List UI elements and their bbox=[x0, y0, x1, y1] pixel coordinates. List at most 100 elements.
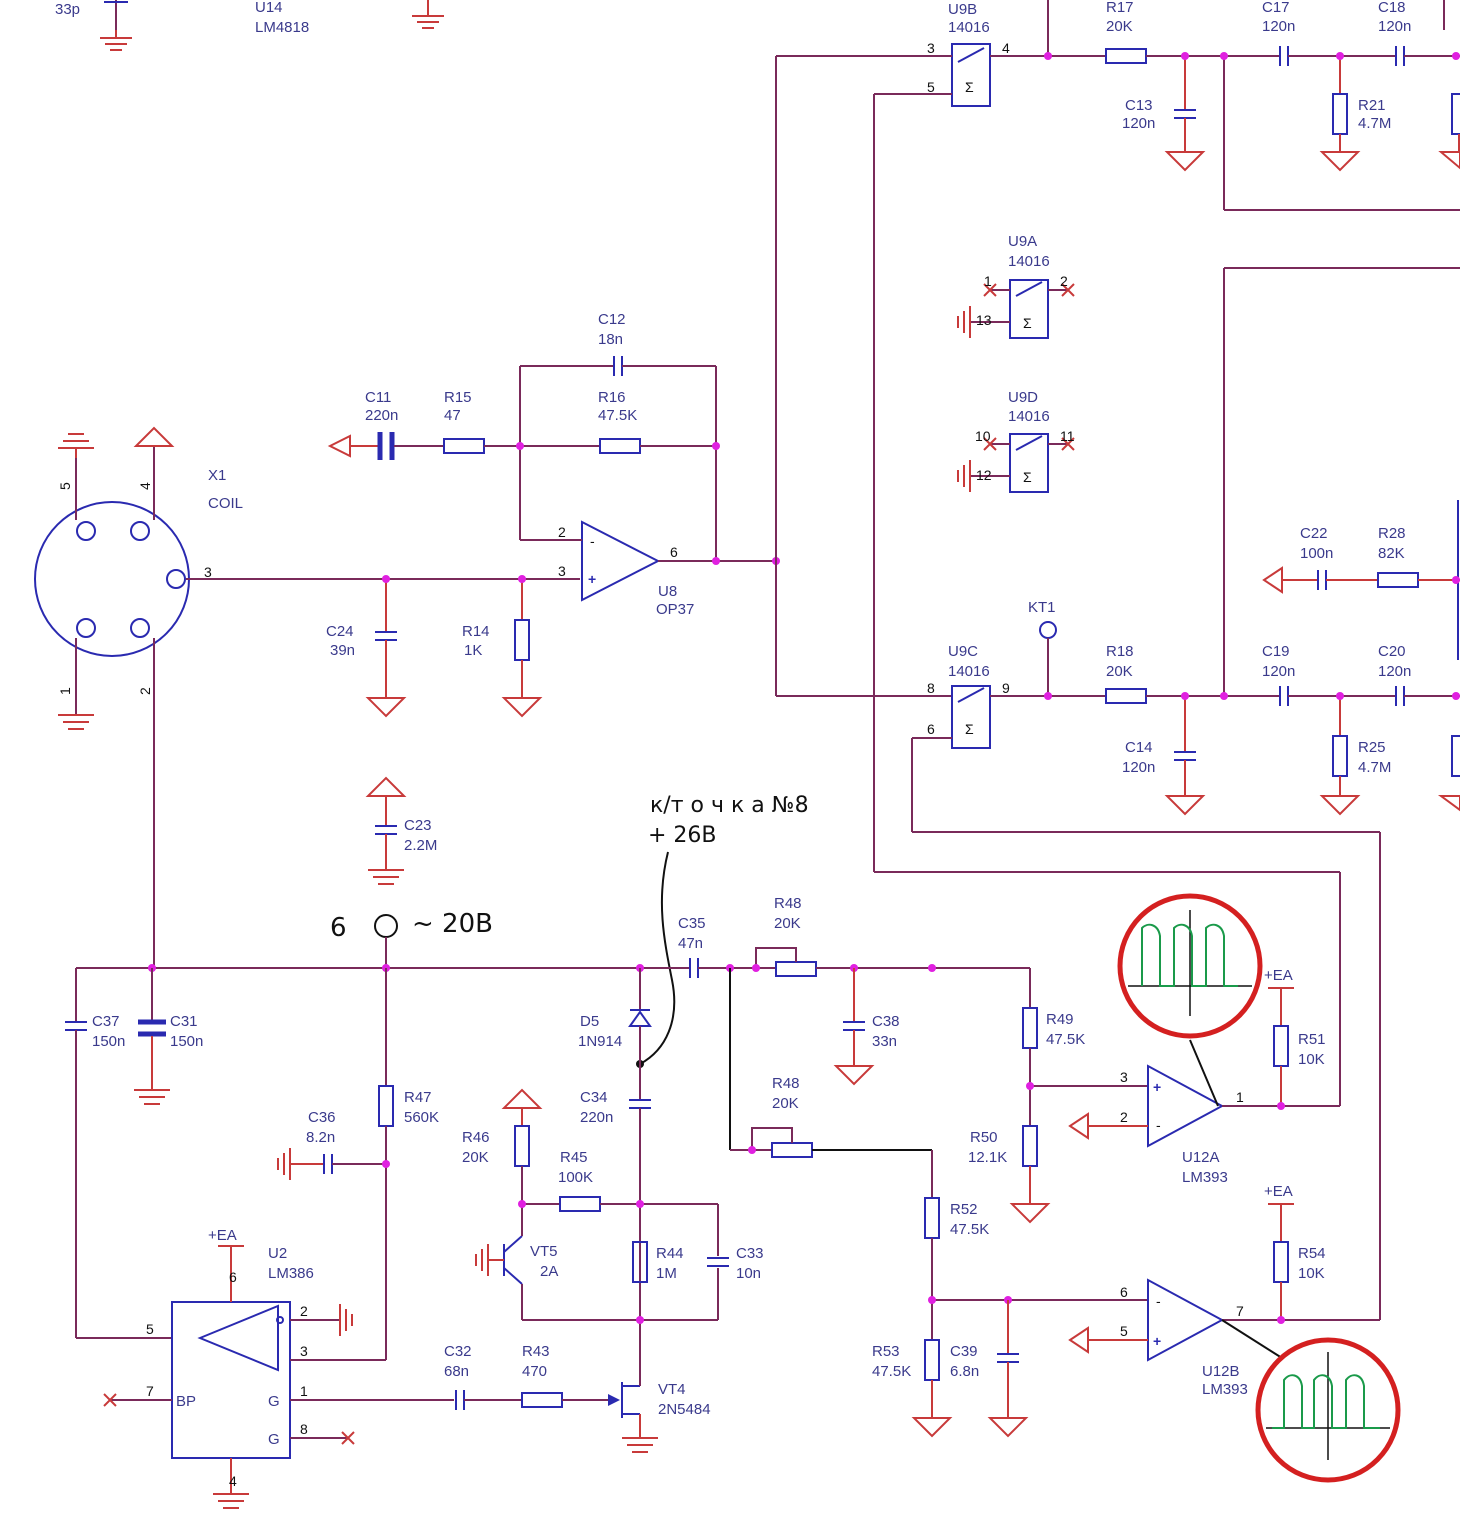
r53-ref: R53 bbox=[872, 1343, 900, 1360]
c13-capacitor: C13 120n bbox=[1122, 56, 1206, 172]
u14-value: LM4818 bbox=[255, 19, 309, 36]
c19-ref: C19 bbox=[1262, 643, 1290, 660]
test-point-6: 6 ~ 20В bbox=[330, 909, 493, 968]
r46-resistor: R46 20K bbox=[462, 1088, 543, 1204]
c24-capacitor: C24 39n bbox=[326, 579, 407, 718]
x1-pin5: 5 bbox=[57, 482, 73, 490]
c31-ref: C31 bbox=[170, 1013, 198, 1030]
r49-value: 47.5K bbox=[1046, 1031, 1085, 1048]
u2-ref: U2 bbox=[268, 1245, 287, 1262]
c22-ref: C22 bbox=[1300, 525, 1328, 542]
c37-value: 150n bbox=[92, 1033, 125, 1050]
c20-capacitor: C20 120n bbox=[1378, 643, 1460, 706]
r51-ref: R51 bbox=[1298, 1031, 1326, 1048]
c19-capacitor: C19 120n bbox=[1262, 643, 1396, 706]
u9c-ref: U9C bbox=[948, 643, 978, 660]
ea3-label: +EA bbox=[208, 1227, 237, 1244]
r47-resistor: R47 560K bbox=[378, 1085, 439, 1360]
point8-label: к/т о ч к а №8 bbox=[650, 793, 809, 818]
u8-pin3: 3 bbox=[558, 563, 566, 579]
r52-ref: R52 bbox=[950, 1201, 978, 1218]
c18-ref: C18 bbox=[1378, 0, 1406, 16]
kt1-ref: KT1 bbox=[1028, 599, 1056, 616]
r25-ref: R25 bbox=[1358, 739, 1386, 756]
u14-ref: U14 bbox=[255, 0, 283, 16]
r48b-potentiometer: R48 20K bbox=[730, 1075, 932, 1158]
r14-value: 1K bbox=[464, 642, 482, 659]
c35-capacitor: C35 47n bbox=[678, 915, 706, 978]
c34-value: 220n bbox=[580, 1109, 613, 1126]
u2-amplifier: +EA 6 5 2 3 1 7 8 4 BP G G U2 LM386 bbox=[103, 1227, 454, 1509]
c19-value: 120n bbox=[1262, 663, 1295, 680]
u9a-switch: Σ U9A 14016 1 2 13 bbox=[957, 233, 1075, 339]
c31-value: 150n bbox=[170, 1033, 203, 1050]
x1-pin1: 1 bbox=[57, 687, 73, 695]
vt5-ref: VT5 bbox=[530, 1243, 558, 1260]
c11-value: 220n bbox=[365, 407, 398, 424]
c38-capacitor: C38 33n bbox=[833, 968, 900, 1086]
r48a-potentiometer: R48 20K bbox=[755, 895, 1030, 977]
c35-ref: C35 bbox=[678, 915, 706, 932]
r44-resistor: R44 1M bbox=[632, 1241, 684, 1283]
r43-resistor: R43 470 bbox=[521, 1343, 610, 1408]
vt4-transistor: VT4 2N5484 bbox=[608, 1360, 711, 1453]
u2-bp-label: BP bbox=[176, 1393, 196, 1410]
u9d-pin11: 11 bbox=[1060, 428, 1075, 444]
r49-ref: R49 bbox=[1046, 1011, 1074, 1028]
ea1-label: +EA bbox=[1264, 967, 1293, 984]
u2-pin8: 8 bbox=[300, 1421, 308, 1437]
u9d-ref: U9D bbox=[1008, 389, 1038, 406]
d5-diode: D5 1N914 bbox=[578, 968, 652, 1100]
r21-ref: R21 bbox=[1358, 97, 1386, 114]
c33-capacitor: C33 10n bbox=[707, 1204, 764, 1320]
c23-ref: C23 bbox=[404, 817, 432, 834]
tp6-number: 6 bbox=[330, 913, 347, 943]
u12a-pin2: 2 bbox=[1120, 1109, 1128, 1125]
c33-ref: C33 bbox=[736, 1245, 764, 1262]
u2-pin3: 3 bbox=[300, 1343, 308, 1359]
r46-value: 20K bbox=[462, 1149, 489, 1166]
r18-ref: R18 bbox=[1106, 643, 1134, 660]
r15-resistor: R15 47 bbox=[443, 389, 600, 454]
c20-ref: C20 bbox=[1378, 643, 1406, 660]
u2-g2-label: G bbox=[268, 1431, 280, 1448]
r25-value: 4.7M bbox=[1358, 759, 1391, 776]
r47-value: 560K bbox=[404, 1109, 439, 1126]
r54-resistor: +EA R54 10K bbox=[1264, 1183, 1326, 1320]
r48a-value: 20K bbox=[774, 915, 801, 932]
cap-value: 33p bbox=[55, 1, 80, 18]
u2-pin6: 6 bbox=[229, 1269, 237, 1285]
c23-value: 2.2M bbox=[404, 837, 437, 854]
svg-text:Σ: Σ bbox=[1023, 469, 1032, 485]
u2-pin5: 5 bbox=[146, 1321, 154, 1337]
svg-text:+: + bbox=[1153, 1333, 1161, 1349]
r53-resistor: R53 47.5K bbox=[872, 1339, 953, 1438]
u8-opamp: - + 2 3 6 U8 OP37 bbox=[520, 520, 776, 618]
c34-ref: C34 bbox=[580, 1089, 608, 1106]
x1-pin2: 2 bbox=[137, 687, 153, 695]
r25-resistor: R25 4.7M bbox=[1319, 696, 1391, 816]
u12a-value: LM393 bbox=[1182, 1169, 1228, 1186]
c13-ref: C13 bbox=[1125, 97, 1153, 114]
c32-capacitor: C32 68n bbox=[444, 1343, 522, 1410]
r21-resistor: R21 4.7M bbox=[1319, 56, 1391, 172]
u8-pin6: 6 bbox=[670, 544, 678, 560]
c39-capacitor: C39 6.8n bbox=[950, 1300, 1029, 1438]
c14-capacitor: C14 120n bbox=[1122, 696, 1206, 816]
c20-value: 120n bbox=[1378, 663, 1411, 680]
d5-ref: D5 bbox=[580, 1013, 599, 1030]
c23-capacitor: C23 2.2M bbox=[365, 776, 437, 885]
r45-resistor: R45 100K bbox=[522, 1149, 718, 1212]
u9b-value: 14016 bbox=[948, 19, 990, 36]
u12b-ref: U12B bbox=[1202, 1363, 1240, 1380]
r21-value: 4.7M bbox=[1358, 115, 1391, 132]
u12a-ref: U12A bbox=[1182, 1149, 1220, 1166]
u9b-ref: U9B bbox=[948, 1, 977, 18]
vt4-ref: VT4 bbox=[658, 1381, 686, 1398]
r43-ref: R43 bbox=[522, 1343, 550, 1360]
svg-text:-: - bbox=[590, 533, 595, 549]
r44-ref: R44 bbox=[656, 1245, 684, 1262]
x1-coil-connector: 5 4 3 1 2 X1 COIL bbox=[34, 426, 580, 968]
u8-value: OP37 bbox=[656, 601, 694, 618]
